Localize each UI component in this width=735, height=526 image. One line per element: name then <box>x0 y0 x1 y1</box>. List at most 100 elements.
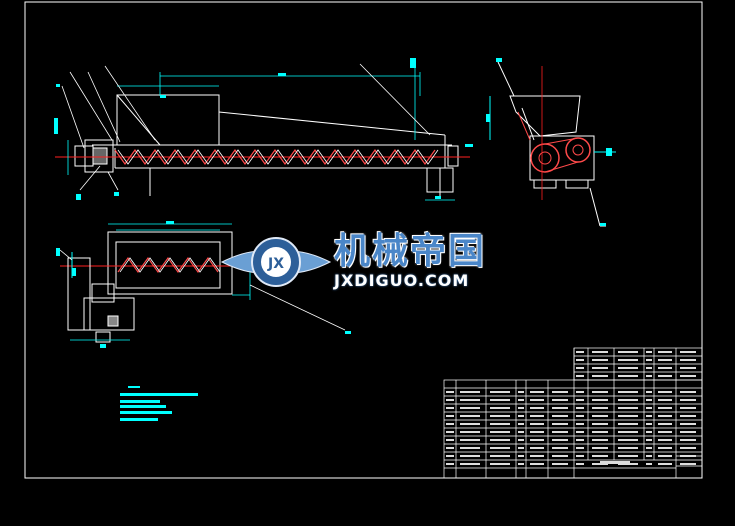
table-cell-glyphs <box>530 407 544 409</box>
table-cell-glyphs <box>530 447 544 449</box>
table-cell-glyphs <box>658 367 672 369</box>
motor-base <box>67 257 91 331</box>
table-cell-glyphs <box>518 391 524 393</box>
table-cell-glyphs <box>446 415 454 417</box>
table-cell-glyphs <box>646 359 652 361</box>
table-cell-glyphs <box>592 455 608 457</box>
table-cell-glyphs <box>646 423 652 425</box>
table-cell-glyphs <box>646 431 652 433</box>
watermark-logo: JX <box>220 237 332 287</box>
dimension-text-elevation <box>54 58 473 200</box>
table-cell-glyphs <box>530 415 544 417</box>
table-cell-glyphs <box>490 439 510 441</box>
table-cell-glyphs <box>530 455 544 457</box>
table-cell-glyphs <box>446 447 454 449</box>
table-cell-glyphs <box>680 375 696 377</box>
table-cell-glyphs <box>618 351 638 353</box>
table-cell-glyphs <box>658 447 672 449</box>
table-cell-glyphs <box>618 431 638 433</box>
table-cell-glyphs <box>460 423 480 425</box>
table-cell-glyphs <box>518 399 524 401</box>
table-cell-glyphs <box>646 415 652 417</box>
table-cell-glyphs <box>658 431 672 433</box>
table-cell-glyphs <box>646 375 652 377</box>
table-cell-glyphs <box>552 407 568 409</box>
table-cell-glyphs <box>680 351 696 353</box>
table-cell-glyphs <box>530 431 544 433</box>
table-cell-glyphs <box>576 447 584 449</box>
table-cell-glyphs <box>446 431 454 433</box>
table-cell-glyphs <box>460 407 480 409</box>
drive-end-flange <box>74 145 94 167</box>
table-cell-glyphs <box>530 439 544 441</box>
table-cell-glyphs <box>618 375 638 377</box>
dimension-text-side <box>486 58 612 226</box>
table-cell-glyphs <box>530 423 544 425</box>
table-cell-glyphs <box>658 359 672 361</box>
table-cell-glyphs <box>518 463 524 465</box>
table-cell-glyphs <box>592 375 608 377</box>
table-cell-glyphs <box>646 391 652 393</box>
screw-flight-plan <box>117 256 219 274</box>
table-cell-glyphs <box>490 415 510 417</box>
table-cell-glyphs <box>576 463 584 465</box>
table-cell-glyphs <box>680 391 696 393</box>
side-trough <box>529 135 595 181</box>
screw-flights-plan <box>117 256 221 274</box>
table-cell-glyphs <box>552 463 568 465</box>
table-cell-glyphs <box>552 447 568 449</box>
elevation-view <box>74 94 459 196</box>
table-cell-glyphs <box>646 447 652 449</box>
table-cell-glyphs <box>576 431 584 433</box>
table-cell-glyphs <box>460 431 480 433</box>
table-cell-glyphs <box>680 455 696 457</box>
table-cell-glyphs <box>680 431 696 433</box>
table-cell-glyphs <box>490 431 510 433</box>
table-cell-glyphs <box>592 439 608 441</box>
table-cell-glyphs <box>592 447 608 449</box>
table-cell-glyphs <box>576 455 584 457</box>
table-cell-glyphs <box>460 447 480 449</box>
chain-sprocket-2 <box>565 137 591 163</box>
table-cell-glyphs <box>680 399 696 401</box>
table-cell-glyphs <box>518 455 524 457</box>
table-cell-glyphs <box>446 423 454 425</box>
screw-flight <box>114 148 436 166</box>
dimensions-plan <box>59 223 346 341</box>
parts-list-table <box>443 347 703 479</box>
table-cell-glyphs <box>592 359 608 361</box>
watermark-logo-letters: JX <box>267 256 284 272</box>
table-cell-glyphs <box>680 367 696 369</box>
table-cell-glyphs <box>680 359 696 361</box>
table-cell-glyphs <box>490 455 510 457</box>
table-cell-glyphs <box>680 463 696 465</box>
table-cell-glyphs <box>446 399 454 401</box>
table-cell-glyphs <box>618 399 638 401</box>
table-cell-glyphs <box>592 391 608 393</box>
table-cell-glyphs <box>518 439 524 441</box>
table-cell-glyphs <box>658 423 672 425</box>
table-cell-glyphs <box>552 431 568 433</box>
table-cell-glyphs <box>576 439 584 441</box>
table-cell-glyphs <box>552 455 568 457</box>
table-cell-glyphs <box>460 455 480 457</box>
technical-notes <box>120 386 198 421</box>
table-cell-glyphs <box>490 463 510 465</box>
table-cell-glyphs <box>446 439 454 441</box>
table-cell-glyphs <box>646 351 652 353</box>
table-cell-glyphs <box>518 431 524 433</box>
table-cell-glyphs <box>680 407 696 409</box>
table-cell-glyphs <box>618 447 638 449</box>
table-cell-glyphs <box>490 391 510 393</box>
table-cell-glyphs <box>618 423 638 425</box>
table-cell-glyphs <box>490 399 510 401</box>
table-cell-glyphs <box>576 359 584 361</box>
table-cell-glyphs <box>576 351 584 353</box>
screw-flights-elevation <box>55 148 470 166</box>
table-cell-glyphs <box>618 407 638 409</box>
table-cell-glyphs <box>576 399 584 401</box>
table-cell-glyphs <box>646 463 652 465</box>
table-cell-glyphs <box>576 391 584 393</box>
table-cell-glyphs <box>658 415 672 417</box>
table-cell-glyphs <box>490 447 510 449</box>
